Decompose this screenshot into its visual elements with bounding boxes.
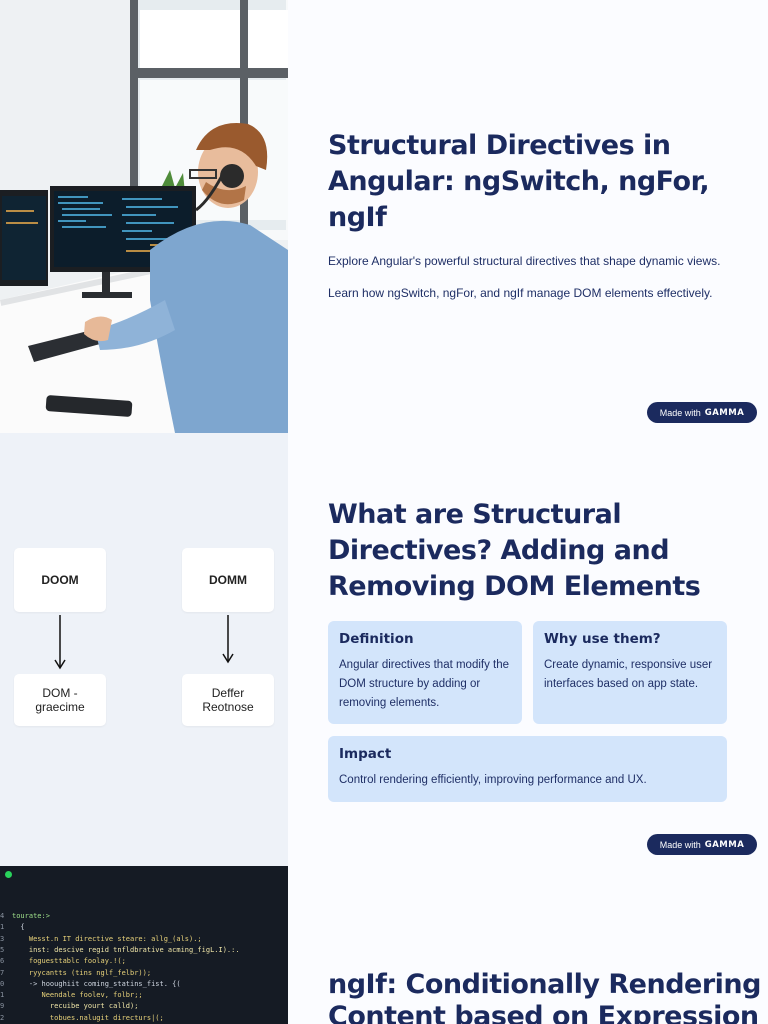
line-number: 1 bbox=[0, 923, 5, 932]
gamma-logo: GAMMA bbox=[704, 407, 745, 418]
line-number: 9 bbox=[0, 1002, 5, 1011]
why-use-card: Why use them? Create dynamic, responsive… bbox=[533, 621, 727, 724]
code-line: tourate:> bbox=[12, 912, 50, 920]
line-number: 5 bbox=[0, 945, 5, 954]
status-dot-icon bbox=[5, 871, 12, 878]
gamma-logo: GAMMA bbox=[704, 839, 745, 850]
card-body: Angular directives that modify the DOM s… bbox=[339, 659, 510, 709]
code-line: inst: descive regid tnfldbrative acming_… bbox=[12, 945, 240, 954]
code-line: ryycantts (tins nglf_felbr)); bbox=[12, 968, 152, 977]
arrow-down-icon bbox=[222, 615, 234, 664]
code-line: recuibe yourt calld); bbox=[12, 1002, 139, 1011]
page-title: Structural Directives in Angular: ngSwit… bbox=[328, 130, 710, 233]
card-title: Why use them? bbox=[544, 631, 661, 647]
arrow-down-icon bbox=[54, 615, 66, 670]
code-line: Neendale foolev, folbr;; bbox=[12, 991, 143, 1000]
diagram-box-left-bottom: DOM - graecime bbox=[14, 674, 106, 726]
definition-card: Definition Angular directives that modif… bbox=[328, 621, 522, 724]
made-with-gamma-badge[interactable]: Made with GAMMA bbox=[647, 834, 757, 855]
card-title: Impact bbox=[339, 746, 392, 762]
card-body: Control rendering efficiently, improving… bbox=[339, 774, 647, 786]
line-number: 7 bbox=[0, 968, 5, 977]
dom-diagram: DOOM DOM - graecime DOMM Deffer Reotnose bbox=[0, 433, 288, 866]
diagram-box-right-top: DOMM bbox=[182, 548, 274, 612]
impact-card: Impact Control rendering efficiently, im… bbox=[328, 736, 727, 802]
badge-prefix: Made with bbox=[659, 839, 701, 850]
slide-title: Structural Directives in Angular: ngSwit… bbox=[0, 0, 768, 433]
developer-photo bbox=[0, 0, 288, 433]
intro-paragraph: Explore Angular's powerful structural di… bbox=[328, 254, 721, 268]
intro-paragraph-2: Learn how ngSwitch, ngFor, and ngIf mana… bbox=[328, 286, 713, 300]
line-number: 2 bbox=[0, 1013, 5, 1022]
slide-ngif: 4 tourate:> 1 {3 Wesst.n IT directive stea… bbox=[0, 866, 768, 1024]
badge-prefix: Made with bbox=[659, 407, 701, 418]
code-line: { bbox=[12, 923, 25, 932]
line-number: 0 bbox=[0, 979, 5, 988]
line-number: 4 bbox=[0, 912, 5, 920]
diagram-box-left-top: DOOM bbox=[14, 548, 106, 612]
code-line: foguesttablc foolay.!(; bbox=[12, 957, 126, 966]
code-line: Wesst.n IT directive steare: allg_(als).… bbox=[12, 934, 202, 943]
slide-structural-directives: DOOM DOM - graecime DOMM Deffer Reotnose… bbox=[0, 433, 768, 866]
line-number: 1 bbox=[0, 991, 5, 1000]
diagram-box-right-bottom: Deffer Reotnose bbox=[182, 674, 274, 726]
code-editor-image: 4 tourate:> 1 {3 Wesst.n IT directive stea… bbox=[0, 866, 288, 1024]
line-number: 6 bbox=[0, 957, 5, 966]
section-title: ngIf: Conditionally Rendering Content ba… bbox=[328, 969, 761, 1024]
card-title: Definition bbox=[339, 631, 414, 647]
code-line: tobues.nalugit directurs|(; bbox=[12, 1013, 164, 1022]
made-with-gamma-badge[interactable]: Made with GAMMA bbox=[647, 402, 757, 423]
code-line: -> hooughiit coming_statins_fist. {( bbox=[12, 979, 181, 988]
section-title: What are Structural Directives? Adding a… bbox=[328, 499, 701, 602]
card-body: Create dynamic, responsive user interfac… bbox=[544, 659, 713, 690]
line-number: 3 bbox=[0, 934, 5, 943]
